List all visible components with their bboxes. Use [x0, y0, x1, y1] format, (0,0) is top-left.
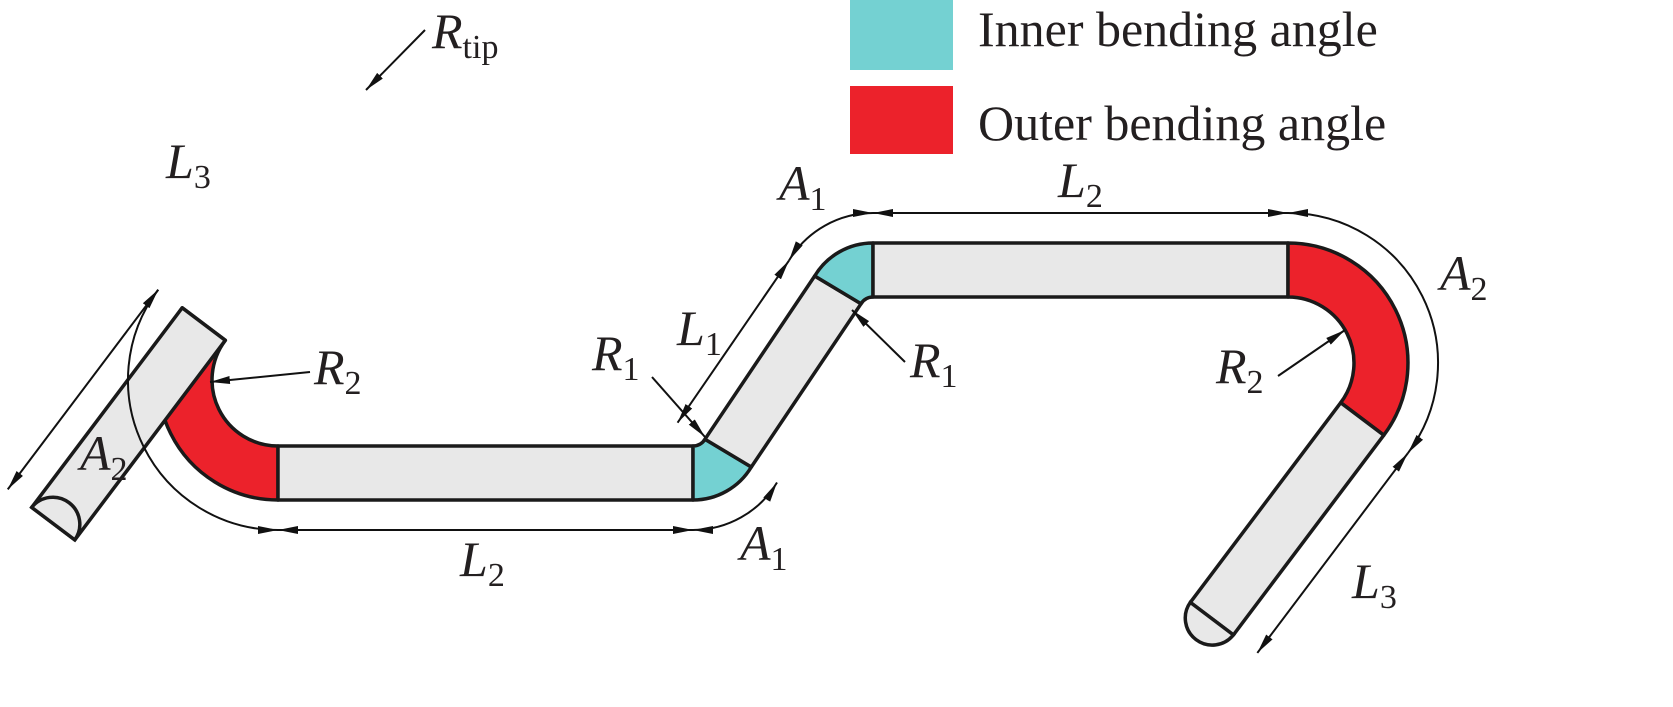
- label-l2-top: L2: [1057, 152, 1103, 215]
- bent-tube: [29, 241, 1410, 647]
- dim-arc-a1-top: [788, 209, 874, 262]
- dim-arc-a2-right: [1287, 209, 1439, 454]
- label-a1-bottom: A1: [737, 515, 788, 578]
- tube-segment-l2-bottom: [276, 444, 695, 502]
- tube-segment-l1: [703, 274, 863, 469]
- legend-label-outer-bend: Outer bending angle: [978, 95, 1386, 151]
- label-r1-right: R1: [909, 332, 958, 395]
- legend-swatch-outer-bend: [850, 86, 953, 154]
- label-a2-left: A2: [77, 425, 128, 488]
- leader-r2-right: [1277, 329, 1346, 377]
- dimension-labels: Rtip L3 R2 A2 L2 A1 R1 L1 A1 L2 R1 A2 R2…: [77, 3, 1488, 616]
- label-a2-right: A2: [1437, 245, 1488, 308]
- dim-line-l1: [676, 259, 790, 424]
- dimension-lines: [6, 29, 1439, 654]
- leader-r1-left: [651, 376, 706, 438]
- label-a1-top: A1: [776, 155, 827, 218]
- label-l1: L1: [676, 300, 722, 363]
- tube-tip-right: [1183, 599, 1236, 647]
- dim-arc-a1-bottom: [692, 481, 778, 534]
- leader-r-tip: [365, 29, 426, 91]
- label-r2-right: R2: [1215, 338, 1264, 401]
- label-l3-right: L3: [1351, 553, 1397, 616]
- dim-line-l3-right: [1256, 452, 1409, 654]
- label-r-tip: Rtip: [431, 3, 498, 66]
- tube-tip-left: [29, 495, 82, 543]
- tube-segment-l2-top: [871, 241, 1290, 299]
- legend-swatch-inner-bend: [850, 0, 953, 70]
- label-r1-left: R1: [591, 325, 640, 388]
- label-l3-left: L3: [165, 133, 211, 196]
- leader-r1-right: [851, 309, 906, 363]
- legend: Inner bending angle Outer bending angle: [850, 0, 1386, 154]
- label-l2-bottom: L2: [459, 531, 505, 594]
- dim-line-l3-left: [6, 289, 160, 490]
- leader-r2-left: [209, 371, 311, 384]
- label-r2-left: R2: [313, 339, 362, 402]
- legend-label-inner-bend: Inner bending angle: [978, 1, 1378, 57]
